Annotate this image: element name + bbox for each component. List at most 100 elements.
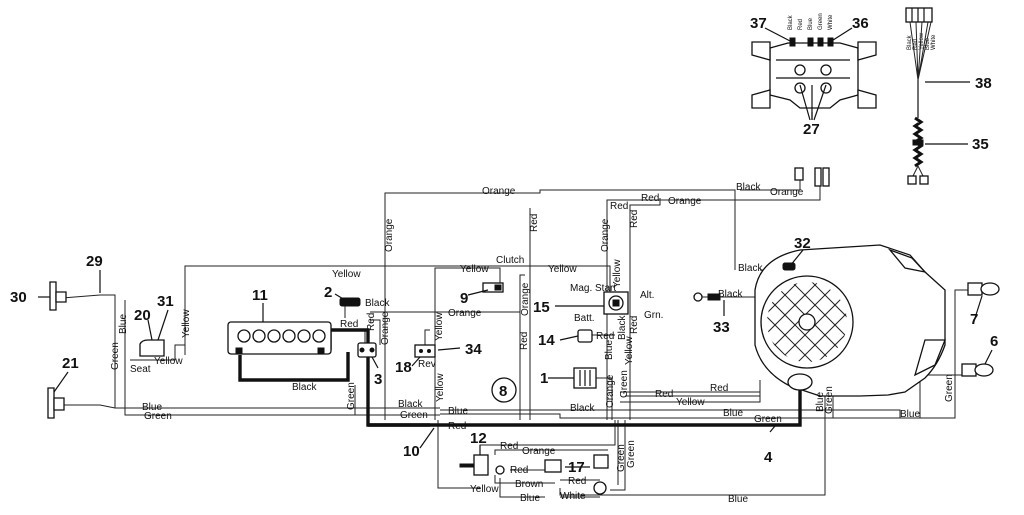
callout-31: 31: [157, 293, 174, 310]
callout-numbers: 1 2 3 4 6 7 8 9 10 11 12 14 15 17 18 20 …: [10, 15, 998, 476]
tail-light-top: [967, 282, 1000, 296]
rectifier: [573, 367, 597, 389]
black-wire-right: [740, 178, 801, 191]
label-orange-1: Orange: [605, 374, 616, 408]
label-blue-left: Blue: [142, 402, 162, 413]
label-blue-e2: Blue: [815, 392, 826, 412]
label-yellow-r: Yellow: [548, 264, 577, 275]
label-yellow-18: Yellow: [434, 312, 445, 341]
label-white-bot: White: [560, 491, 586, 502]
lamp-30-wire: [61, 294, 101, 299]
orange-wire-top: [384, 189, 736, 420]
label-yellow-lv: Yellow: [181, 309, 192, 338]
red-wire-vert-b: [519, 274, 525, 420]
orange-wire-12: [494, 449, 608, 455]
label-green-e: Green: [754, 414, 782, 425]
headlamp-left-bottom: [47, 387, 65, 419]
label-black-v1: Black: [617, 315, 628, 340]
engine-fin-top: [887, 248, 927, 274]
orange-wire-3: [370, 319, 381, 345]
leader-lines: [38, 27, 993, 468]
switch-12: [459, 454, 505, 476]
label-orange-v2: Orange: [520, 282, 531, 316]
green-wire-left: [124, 300, 440, 416]
label-red-v3: Red: [519, 332, 530, 350]
callout-27: 27: [803, 121, 820, 138]
callout-3: 3: [374, 371, 382, 388]
inset-tab-tr: [857, 41, 877, 61]
callout-4: 4: [764, 449, 773, 466]
harness-tag-red: Red: [913, 39, 919, 50]
label-green-v1: Green: [619, 370, 630, 398]
callout-29: 29: [86, 253, 103, 270]
callout-35: 35: [972, 136, 989, 153]
label-yellow-clutch: Yellow: [460, 264, 489, 275]
callout-1: 1: [540, 370, 548, 387]
inset-tab-tl: [751, 41, 771, 61]
callout-33: 33: [713, 319, 730, 336]
blue-wire-bottom: [499, 478, 545, 498]
label-green-b: Green: [400, 410, 428, 421]
ignition-switch: [603, 291, 629, 315]
callout-10: 10: [403, 443, 420, 460]
solenoid: [357, 342, 377, 358]
black-battery-cable: [238, 352, 350, 382]
label-blue-bot: Blue: [520, 493, 540, 504]
label-red-17: Red: [510, 465, 528, 476]
label-red-14: Red: [596, 331, 614, 342]
label-black-2: Black: [365, 298, 390, 309]
fuse-holder: [577, 329, 593, 343]
label-rev: Rev: [418, 359, 436, 370]
label-blue-1: Blue: [604, 340, 615, 360]
label-red-tr: Red: [641, 193, 659, 204]
label-yellow-bot: Yellow: [470, 484, 499, 495]
reverse-switch: [414, 344, 436, 358]
inset-tab-bl: [751, 89, 771, 109]
label-red-12: Red: [500, 441, 518, 452]
clutch-switch: [482, 282, 504, 293]
yellow-wire-bottom: [437, 420, 480, 489]
yellow-wire-18: [424, 329, 430, 350]
label-green-left: Green: [144, 411, 172, 422]
wire-labels: Orange Orange Black Red Orange Orange Re…: [110, 182, 955, 505]
label-blue-bot2: Blue: [728, 494, 748, 505]
callout-12: 12: [470, 430, 487, 447]
label-green-e2: Green: [824, 386, 835, 414]
callout-8-circle: [491, 377, 517, 403]
lamp-21-wire: [60, 404, 116, 409]
battery: [227, 321, 332, 355]
engine: [754, 244, 946, 397]
blue-wire-left: [100, 294, 440, 409]
inset-tag-black: Black: [788, 14, 794, 30]
headlamp-left-top: [49, 281, 67, 311]
label-mag-start: Mag. Start: [570, 283, 616, 294]
label-green-17b: Green: [626, 440, 637, 468]
wire-to-1: [595, 377, 613, 420]
callout-17: 17: [568, 459, 585, 476]
label-green-r: Green: [944, 374, 955, 402]
label-green-lv: Green: [110, 342, 121, 370]
callout-21: 21: [62, 355, 79, 372]
callout-9: 9: [460, 290, 468, 307]
label-orange-3: Orange: [380, 311, 391, 345]
yellow-wire-seat: [130, 344, 185, 361]
harness-inset: Black Red Yellow Blue White: [905, 7, 937, 185]
callout-37: 37: [750, 15, 767, 32]
yellow-wire-top: [184, 265, 611, 355]
label-blue-lv: Blue: [118, 314, 129, 334]
label-blue-r: Blue: [900, 409, 920, 420]
green-bundle: [440, 375, 921, 419]
label-green-17: Green: [616, 444, 627, 472]
harness-tag-white: White: [931, 34, 937, 50]
label-clutch: Clutch: [496, 255, 524, 266]
label-orange-tr2: Orange: [770, 187, 804, 198]
red-bundle-a: [620, 380, 761, 393]
inset-tag-blue: Blue: [808, 17, 814, 30]
yellow-wire-clutch: [434, 267, 501, 420]
label-orange-vert: Orange: [384, 218, 395, 252]
callout-32: 32: [794, 235, 811, 252]
label-seat: Seat: [130, 364, 151, 375]
inset-tag-green: Green: [818, 13, 824, 30]
label-red-v2: Red: [629, 316, 640, 334]
